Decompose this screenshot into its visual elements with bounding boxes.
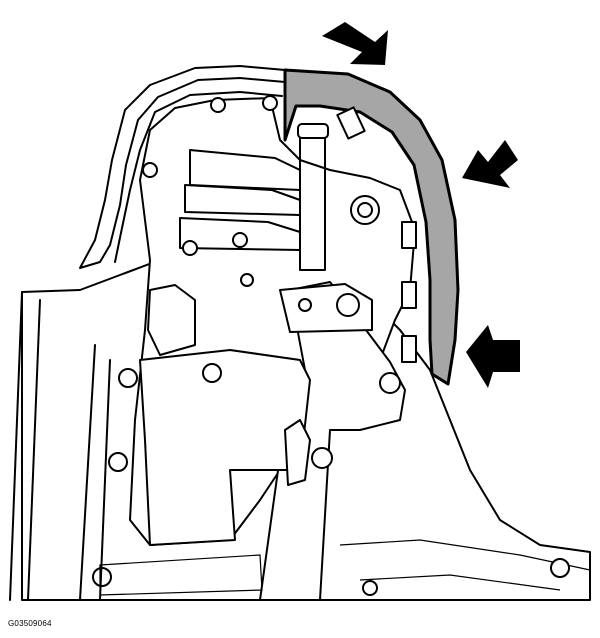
pivot xyxy=(379,372,401,394)
bolt-hole xyxy=(298,298,312,312)
highlighted-weatherstrip xyxy=(283,68,460,386)
bolt xyxy=(262,95,278,111)
arrow-icon xyxy=(322,22,388,65)
clip-1 xyxy=(401,221,417,249)
trim-outline-inner xyxy=(114,91,283,263)
lower-plate xyxy=(139,349,311,546)
callout-arrows xyxy=(322,22,520,388)
lower-hinge-housing xyxy=(284,419,311,486)
left-frame-rail xyxy=(9,291,111,601)
bolt xyxy=(108,452,128,472)
clip-3 xyxy=(401,335,417,363)
frame-crossbar xyxy=(99,554,263,596)
bolt-head xyxy=(357,202,373,218)
bolt xyxy=(550,558,570,578)
bolt xyxy=(202,363,222,383)
hinge-pin-cap xyxy=(297,123,329,139)
bolt xyxy=(118,368,138,388)
bolt xyxy=(182,240,198,256)
clip-top xyxy=(336,106,366,140)
arrow-icon xyxy=(466,325,520,388)
bolt xyxy=(311,447,333,469)
clip-2 xyxy=(401,281,417,309)
bolt xyxy=(210,97,226,113)
bolt xyxy=(232,232,248,248)
figure-code: G03509064 xyxy=(8,619,52,628)
bolt-group xyxy=(92,95,401,587)
bolt xyxy=(362,580,378,596)
latch-bracket xyxy=(147,284,196,356)
bolt-large xyxy=(336,293,360,317)
bolt xyxy=(142,162,158,178)
bolt xyxy=(240,273,254,287)
arrow-icon xyxy=(462,140,518,188)
